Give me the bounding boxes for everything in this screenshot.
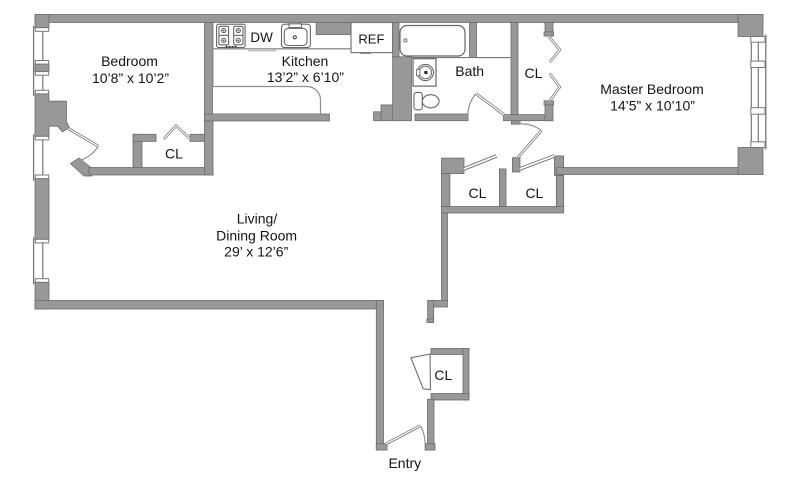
svg-text:Master Bedroom: Master Bedroom <box>600 81 703 97</box>
svg-text:CL: CL <box>165 146 183 162</box>
svg-text:Living/: Living/ <box>237 210 278 226</box>
svg-text:REF: REF <box>358 32 384 47</box>
svg-text:CL: CL <box>525 65 543 81</box>
svg-text:Bedroom: Bedroom <box>101 53 158 69</box>
svg-text:13’2” x 6’10”: 13’2” x 6’10” <box>267 69 344 85</box>
svg-text:CL: CL <box>434 367 452 383</box>
svg-text:14’5” x 10’10”: 14’5” x 10’10” <box>610 98 695 114</box>
svg-text:CL: CL <box>525 185 543 201</box>
svg-text:Kitchen: Kitchen <box>282 53 329 69</box>
svg-text:29’ x 12’6”: 29’ x 12’6” <box>224 243 288 259</box>
svg-text:Dining Room: Dining Room <box>216 227 297 243</box>
svg-text:Entry: Entry <box>388 455 421 471</box>
svg-text:10’8” x 10’2”: 10’8” x 10’2” <box>92 70 169 86</box>
svg-text:DW: DW <box>250 30 273 45</box>
svg-text:CL: CL <box>469 185 487 201</box>
svg-text:Bath: Bath <box>455 63 484 79</box>
